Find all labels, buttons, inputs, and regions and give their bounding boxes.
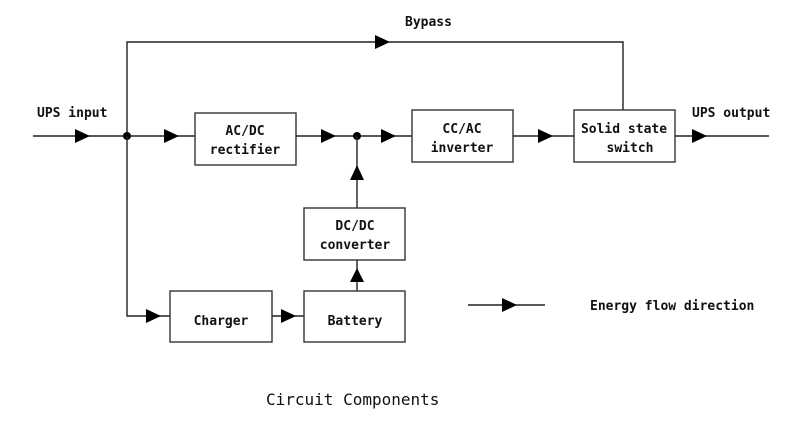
bypass-label: Bypass <box>405 15 452 30</box>
battery-label: Battery <box>328 314 383 329</box>
dc-bus-arrow-icon <box>321 129 336 143</box>
switch-in-arrow-icon <box>538 129 553 143</box>
ccac-line2: inverter <box>431 141 494 156</box>
ups-output-label: UPS output <box>692 106 770 121</box>
legend-arrow-icon <box>502 298 517 312</box>
legend-text: Energy flow direction <box>590 299 754 314</box>
charger-feed-line <box>126 136 170 317</box>
charger-label: Charger <box>194 314 249 329</box>
dcdc-up-arrow-icon <box>350 165 364 180</box>
bypass-arrow-icon <box>375 35 390 49</box>
acdc-line1: AC/DC <box>225 124 264 139</box>
ccac-inverter-block <box>411 109 514 163</box>
dcdc-line1: DC/DC <box>335 219 374 234</box>
charger-block <box>169 290 273 343</box>
ccac-line1: CC/AC <box>442 122 481 137</box>
dcdc-converter-block <box>303 207 406 261</box>
switch-line1: Solid state <box>581 122 667 137</box>
solid-state-switch-block <box>573 109 676 163</box>
battery-in-arrow-icon <box>281 309 296 323</box>
dcdc-line2: converter <box>320 238 391 253</box>
battery-block <box>303 290 406 343</box>
output-arrow-icon <box>692 129 707 143</box>
rectifier-in-arrow-icon <box>164 129 179 143</box>
ups-input-label: UPS input <box>37 106 107 121</box>
inverter-in-arrow-icon <box>381 129 396 143</box>
charger-in-arrow-icon <box>146 309 161 323</box>
input-arrow-icon <box>75 129 90 143</box>
switch-line2: switch <box>607 141 654 156</box>
acdc-rectifier-block <box>194 112 297 166</box>
diagram-caption: Circuit Components <box>266 390 439 409</box>
acdc-line2: rectifier <box>210 143 281 158</box>
battery-up-arrow-icon <box>350 268 364 282</box>
